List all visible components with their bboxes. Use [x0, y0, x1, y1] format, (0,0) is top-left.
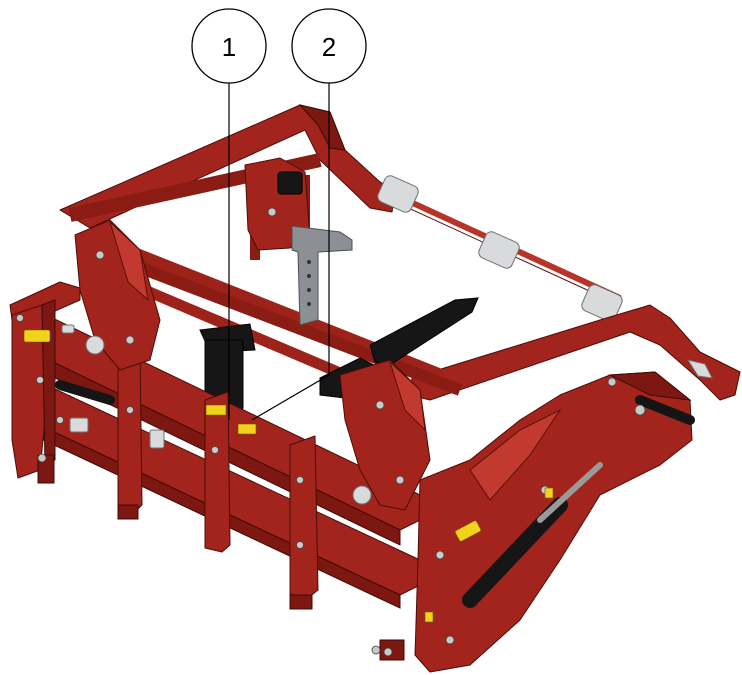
roller-1	[377, 175, 419, 213]
callout-1-number: 1	[222, 32, 236, 62]
callout-2: 2	[291, 8, 367, 84]
right-side-frame	[371, 371, 695, 673]
linkage-plates	[74, 219, 431, 511]
callout-2-number: 2	[322, 32, 336, 62]
tines	[199, 297, 479, 411]
roller-2	[478, 231, 520, 269]
callout-1: 1	[191, 8, 267, 84]
leader-lines	[228, 82, 330, 421]
roller-3	[581, 284, 623, 322]
leader-line-2	[251, 82, 330, 421]
grey-bracket	[291, 225, 353, 326]
